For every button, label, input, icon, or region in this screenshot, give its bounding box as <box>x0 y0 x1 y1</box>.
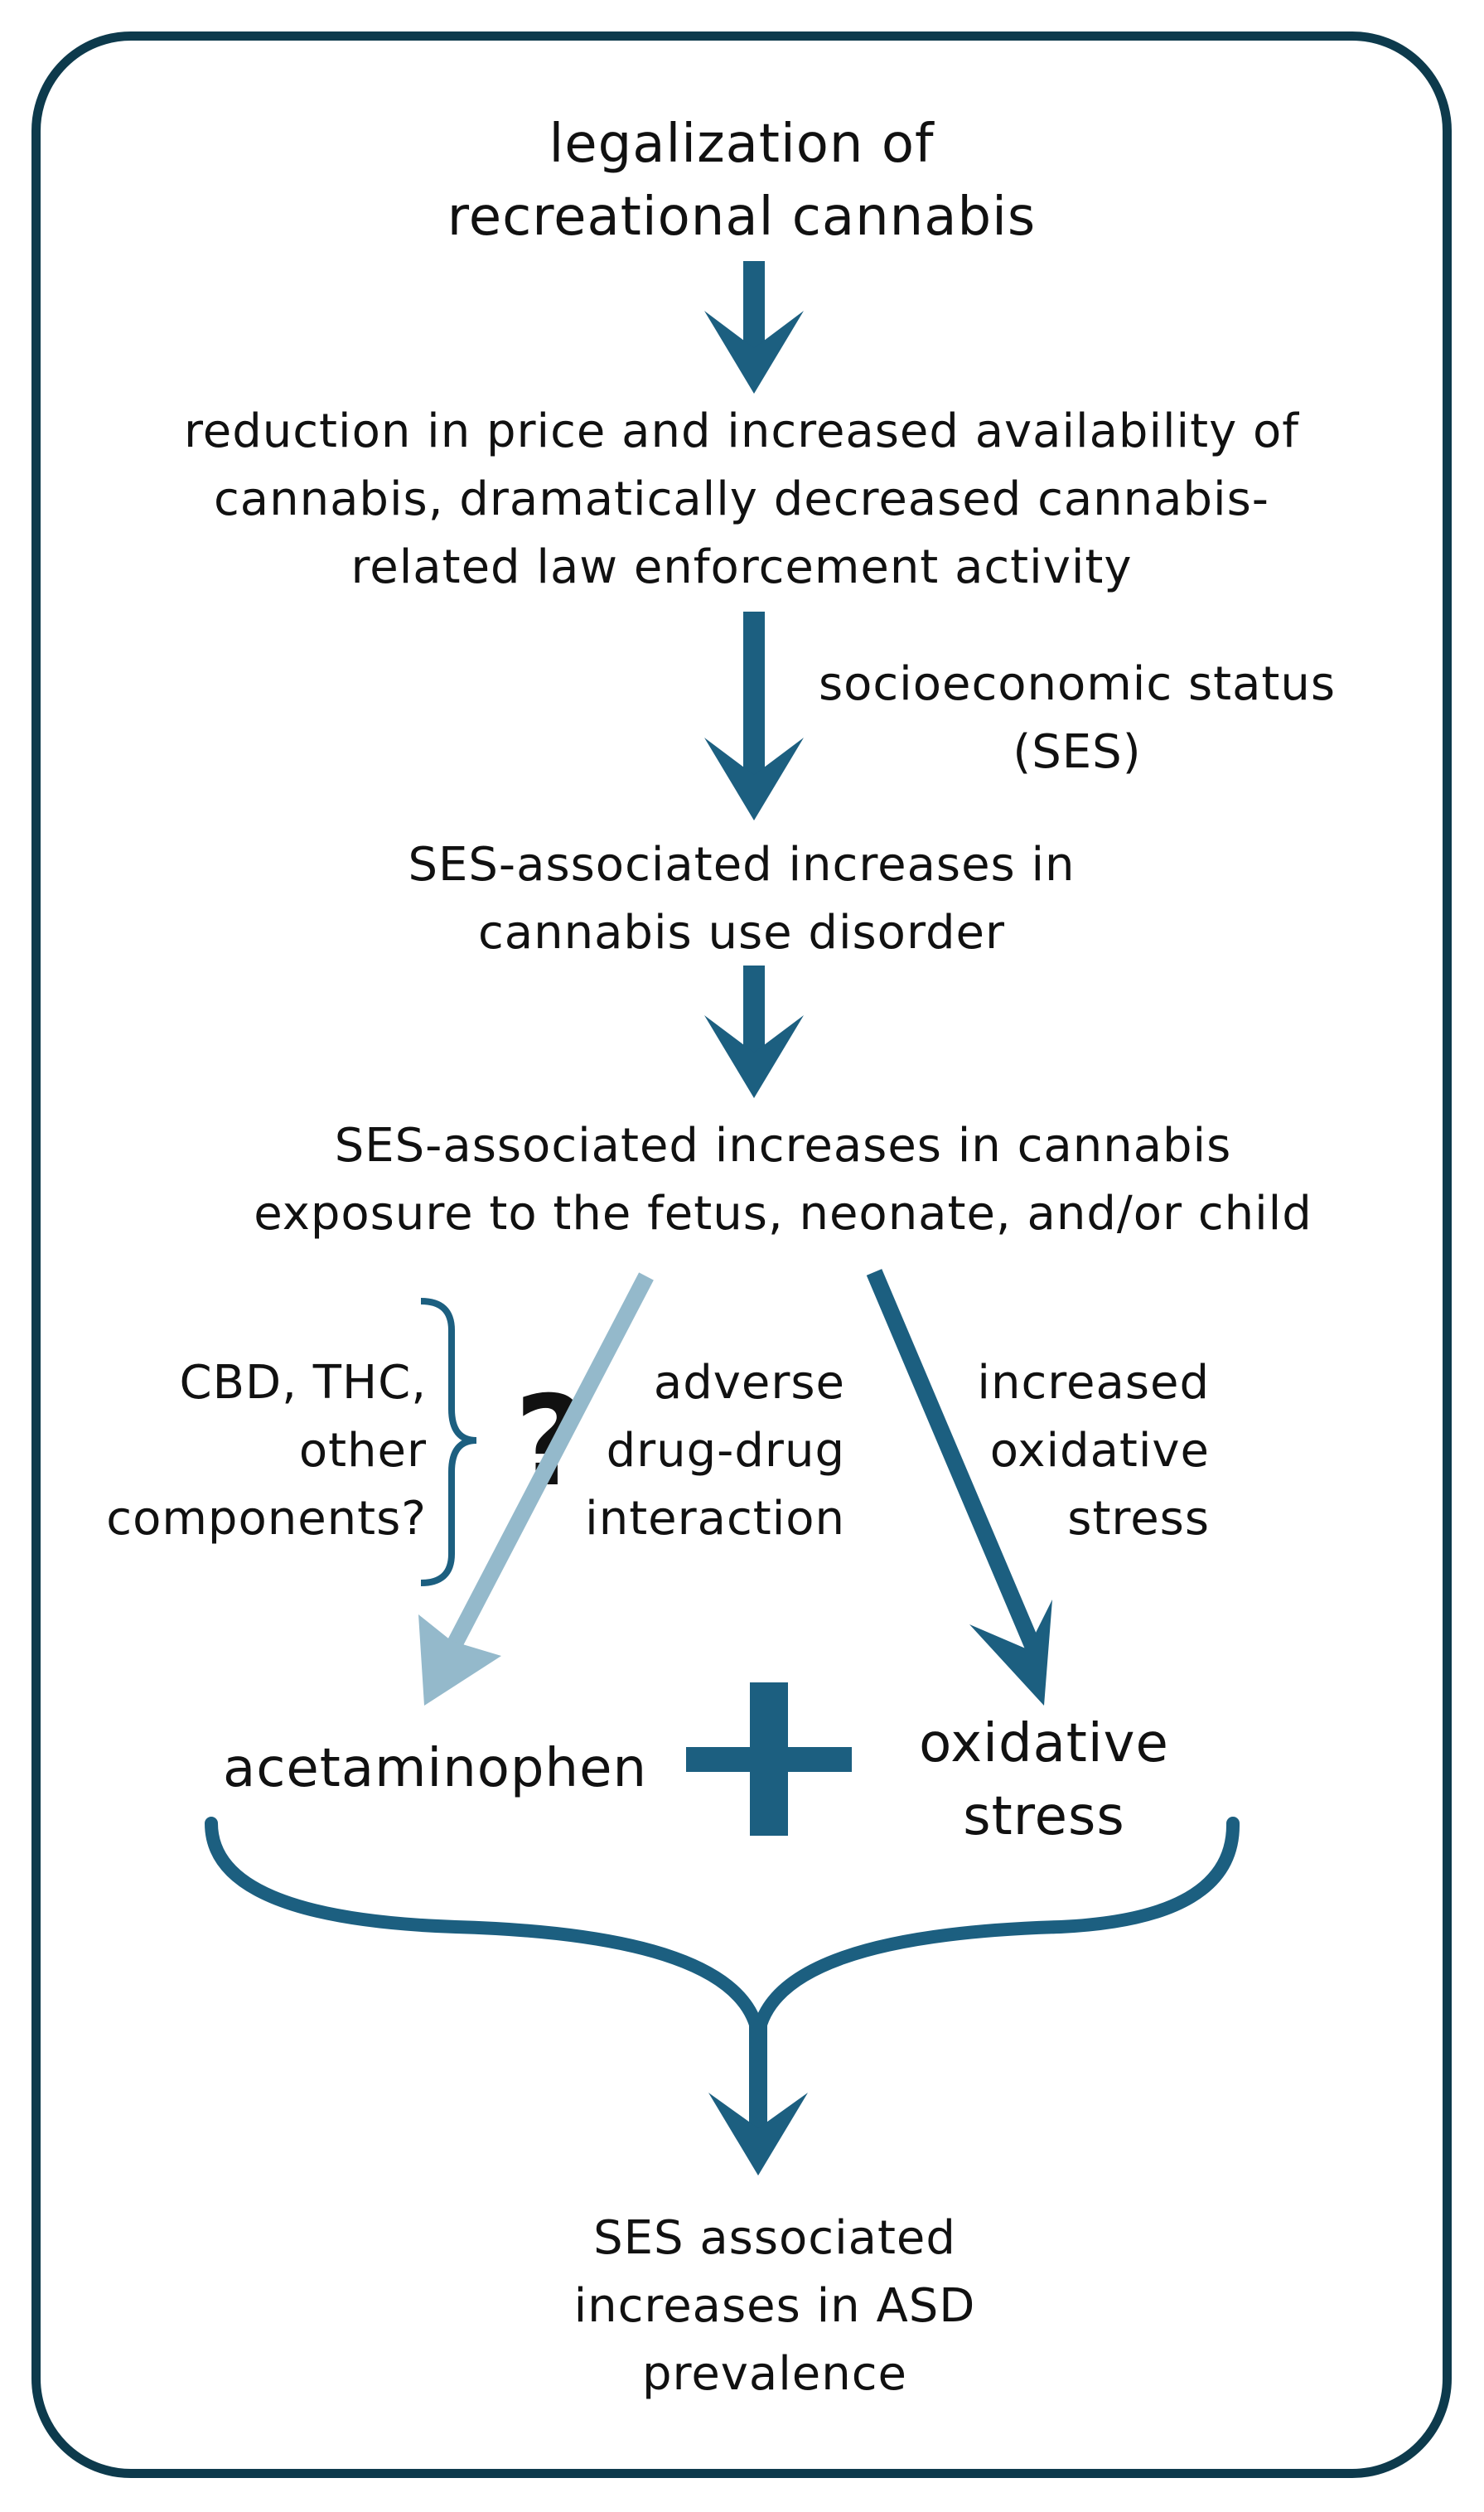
edge-label-drug-interaction: adverse drug-drug interaction <box>585 1356 845 1546</box>
arrow-to-asd <box>708 2022 808 2176</box>
diagram-frame <box>31 31 1452 2478</box>
node-asd-prevalence: SES associated increases in ASD prevalen… <box>573 2211 976 2401</box>
arrow-legalization-to-price <box>704 261 804 394</box>
bottom-curly-brace <box>205 1817 1240 2036</box>
node-acetaminophen: acetaminophen <box>222 1738 648 1799</box>
node-price-reduction: reduction in price and increased availab… <box>183 404 1299 594</box>
edge-label-ses: socioeconomic status (SES) <box>818 657 1337 779</box>
node-ses-exposure: SES-associated increases in cannabis exp… <box>254 1119 1312 1241</box>
arrow-exposure-to-acetaminophen <box>418 1272 654 1706</box>
arrow-price-to-cud <box>704 612 804 820</box>
node-oxidative-stress: oxidative stress <box>919 1713 1169 1847</box>
node-ses-cud: SES-associated increases in cannabis use… <box>408 838 1076 960</box>
edge-label-increased-oxidative-stress: increased oxidative stress <box>977 1356 1210 1546</box>
plus-sign <box>686 1682 852 1836</box>
left-curly-brace <box>420 1298 477 1586</box>
arrow-cud-to-exposure <box>704 966 804 1098</box>
arrow-exposure-to-oxidative-stress <box>866 1269 1052 1706</box>
node-legalization: legalization of recreational cannabis <box>447 114 1037 248</box>
edge-label-components: CBD, THC, other components? <box>106 1356 427 1546</box>
